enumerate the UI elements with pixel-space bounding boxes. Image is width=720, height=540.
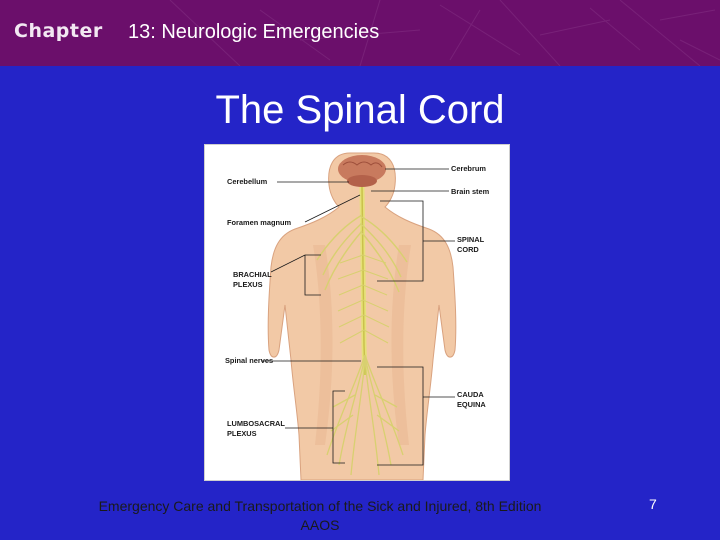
cauda-equina-nerves bbox=[326, 354, 404, 476]
header-texture bbox=[169, 0, 720, 66]
page-number: 7 bbox=[649, 496, 657, 512]
label-lumbosacral-plexus-line1: LUMBOSACRAL bbox=[227, 419, 285, 428]
back-shading-right bbox=[391, 245, 411, 445]
label-brachial-plexus-line1: BRACHIAL bbox=[233, 270, 272, 279]
label-cerebellum: Cerebellum bbox=[227, 177, 268, 186]
footer-line-2: AAOS bbox=[300, 517, 340, 533]
brain-folds bbox=[342, 161, 383, 168]
spinal-nerves bbox=[337, 254, 390, 344]
label-spinal-cord-line2: CORD bbox=[457, 245, 479, 254]
leader-lines bbox=[261, 168, 455, 466]
label-cerebrum: Cerebrum bbox=[451, 164, 486, 173]
label-spinal-nerves: Spinal nerves bbox=[225, 356, 273, 365]
chapter-label: Chapter bbox=[14, 20, 103, 42]
cerebellum-shape bbox=[347, 175, 377, 187]
label-brain-stem: Brain stem bbox=[451, 187, 490, 196]
label-lumbosacral-plexus-line2: PLEXUS bbox=[227, 429, 257, 438]
spinal-cord-core bbox=[361, 186, 366, 376]
brachial-nerves bbox=[316, 214, 408, 293]
slide-title: The Spinal Cord bbox=[215, 88, 505, 132]
label-foramen-magnum: Foramen magnum bbox=[227, 218, 291, 227]
back-shading bbox=[313, 245, 333, 445]
footer-citation: Emergency Care and Transportation of the… bbox=[60, 497, 580, 535]
label-cauda-equina-line2: EQUINA bbox=[457, 400, 486, 409]
label-brachial-plexus-line2: PLEXUS bbox=[233, 280, 263, 289]
anatomy-drawing: Cerebrum Cerebellum Brain stem Foramen m… bbox=[225, 152, 490, 480]
chapter-title: 13: Neurologic Emergencies bbox=[128, 21, 380, 43]
label-cauda-equina-line1: CAUDA bbox=[457, 390, 484, 399]
spinal-cord-illustration: Cerebrum Cerebellum Brain stem Foramen m… bbox=[204, 144, 510, 481]
footer-line-1: Emergency Care and Transportation of the… bbox=[98, 498, 542, 514]
label-spinal-cord-line1: SPINAL bbox=[457, 235, 485, 244]
chapter-header-bar: Chapter 13: Neurologic Emergencies bbox=[0, 0, 720, 66]
